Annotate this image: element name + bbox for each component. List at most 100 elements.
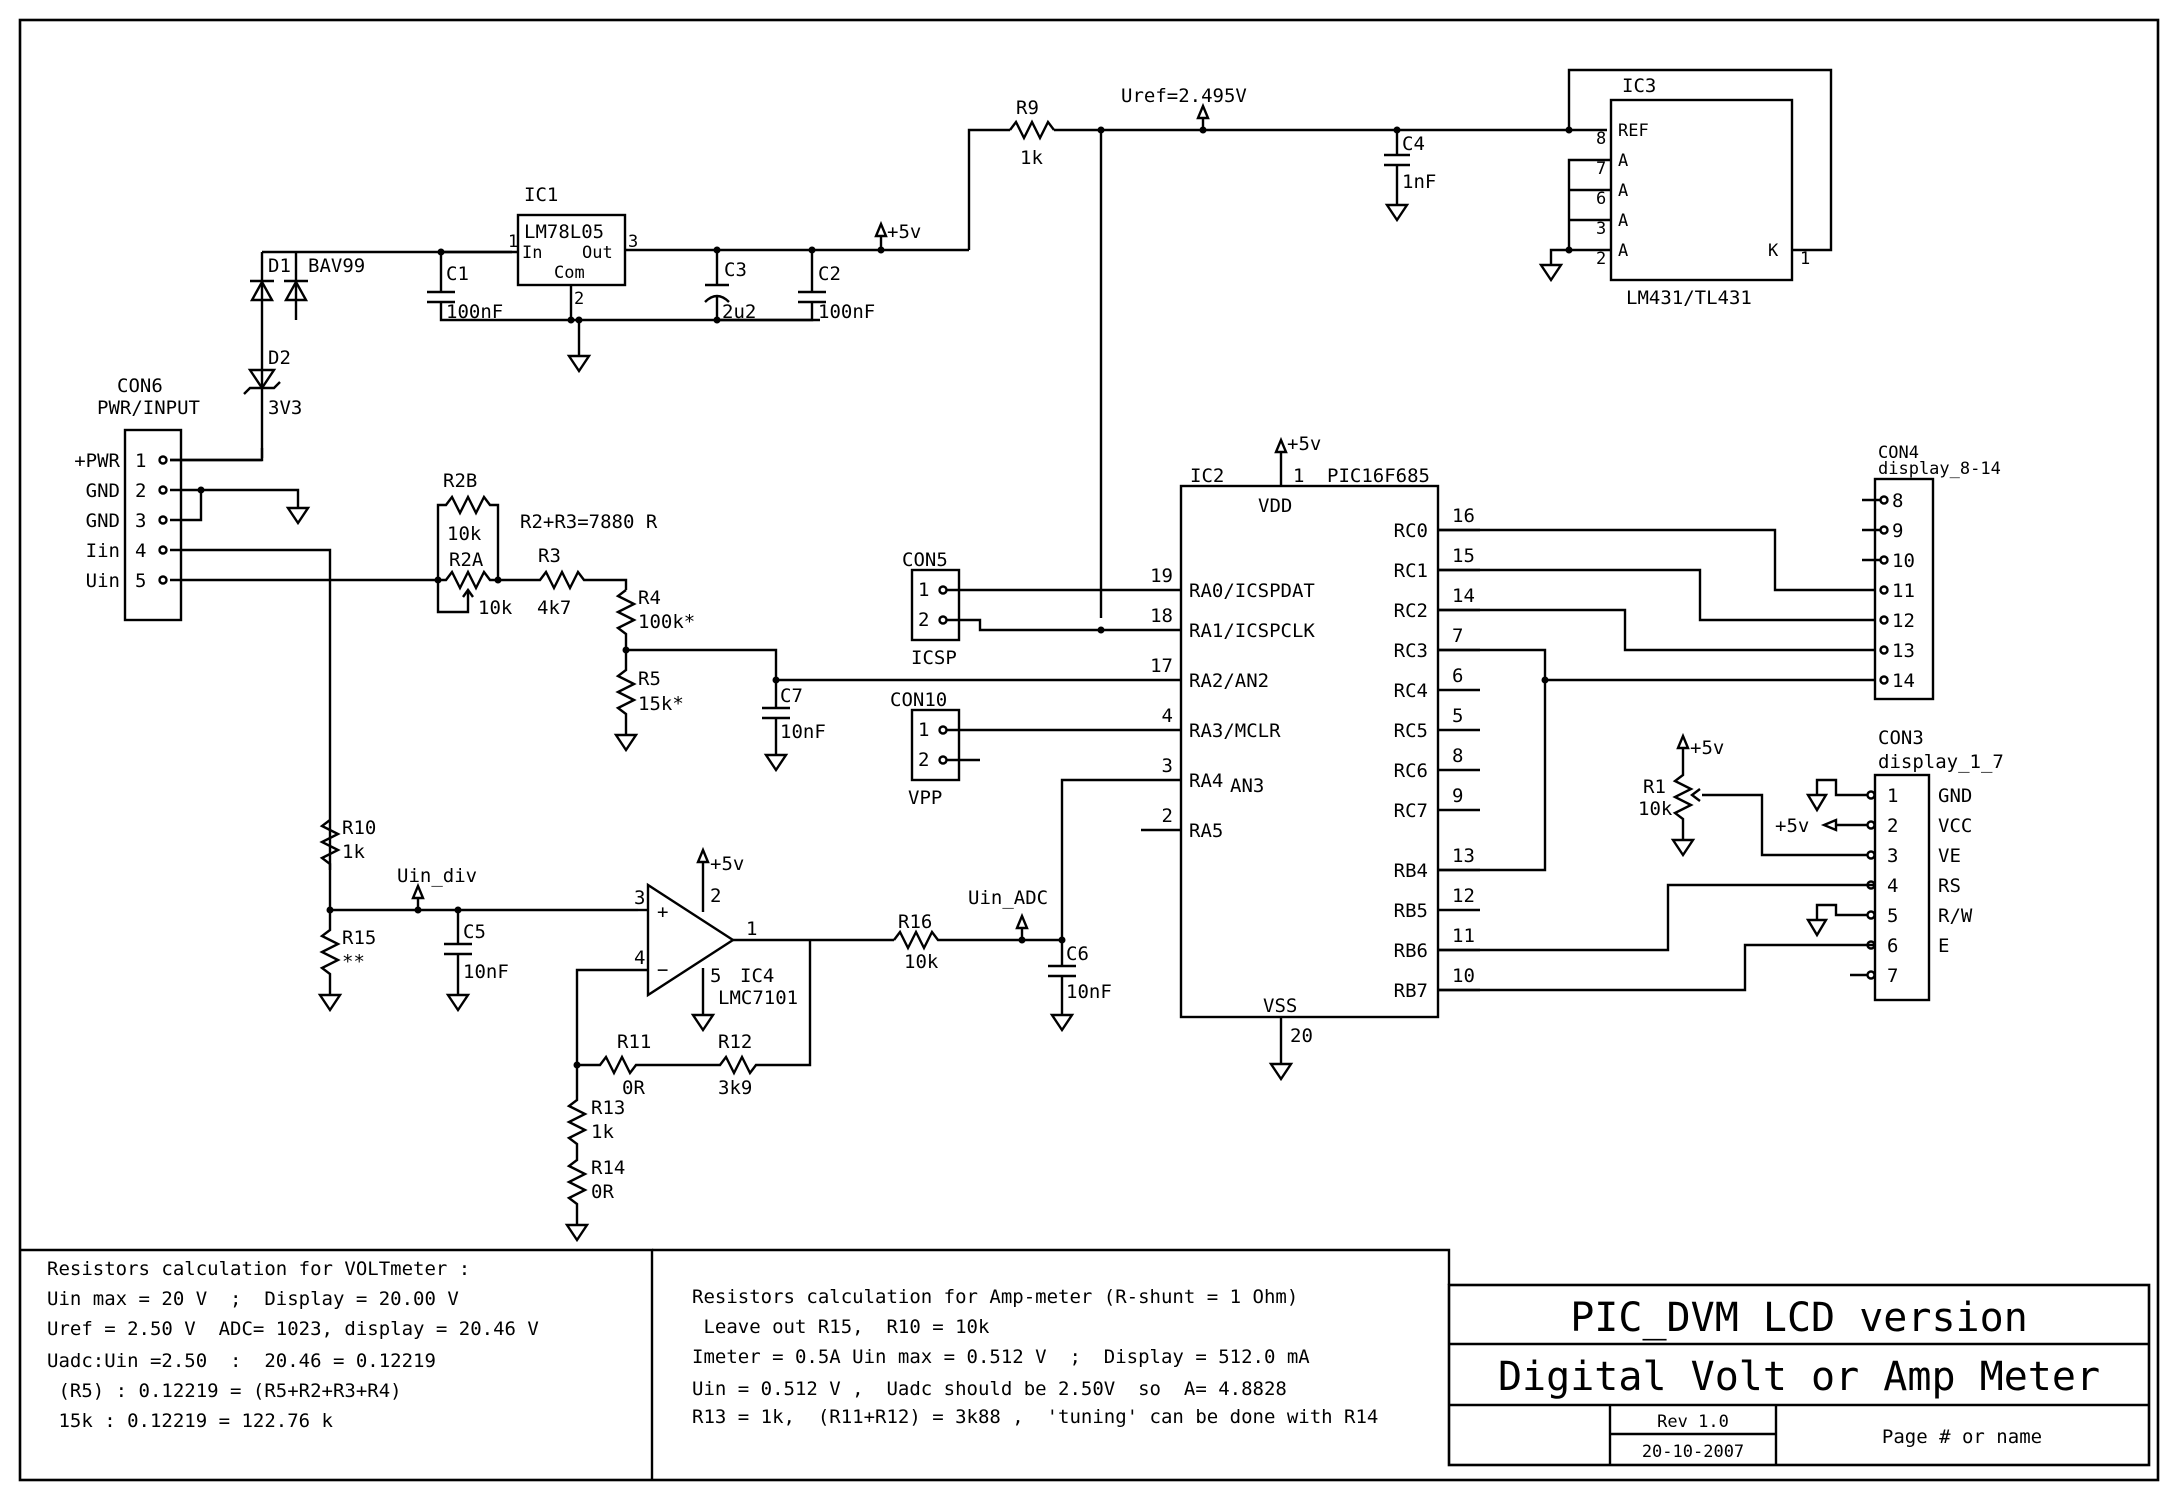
con5-pin2: 2 — [918, 609, 929, 631]
amp-note-line: Resistors calculation for Amp-meter (R-s… — [692, 1286, 1298, 1308]
con4-pin-terminal — [1879, 525, 1889, 535]
ic2-vdd: VDD — [1258, 495, 1292, 517]
r15-ref: R15 — [342, 927, 376, 949]
ic2-pic16f685: IC2 PIC16F685 VDD 1 +5v VSS 20 19RA0/ICS… — [1060, 433, 1875, 1082]
ic2-pin-name: RA4 — [1189, 770, 1223, 792]
ic4-pin5: 5 — [710, 965, 721, 987]
ic2-pin-number: 17 — [1150, 655, 1173, 677]
con6-pin-label: GND — [86, 510, 120, 532]
con6-pin-label: +PWR — [74, 450, 120, 472]
ic2-pin-name: RC6 — [1394, 760, 1428, 782]
ic1-pin-out: Out — [582, 243, 613, 263]
con4-pin-number: 11 — [1892, 580, 1915, 602]
r11-ref: R11 — [617, 1031, 651, 1053]
con6-pin-label: Uin — [86, 570, 120, 592]
c2-ref: C2 — [818, 263, 841, 285]
con4-body — [1873, 477, 1935, 701]
con3-pin-label: VE — [1938, 845, 1961, 867]
con3-pin-terminal — [1866, 910, 1876, 920]
ic4-plus: + — [657, 901, 668, 923]
con3-pin-label: R/W — [1938, 905, 1973, 927]
ic2-vss-pin: 20 — [1290, 1025, 1313, 1047]
r2r3-note: R2+R3=7880 R — [520, 511, 658, 533]
c3-ref: C3 — [724, 259, 747, 281]
con10-name: VPP — [908, 787, 942, 809]
c1-value: 100nF — [446, 301, 503, 323]
ic2-part: PIC16F685 — [1327, 465, 1430, 487]
r12-ref: R12 — [718, 1031, 752, 1053]
r2b-ref: R2B — [443, 470, 477, 492]
ic2-pin-name: RA2/AN2 — [1189, 670, 1269, 692]
ic2-pin-number: 11 — [1452, 925, 1475, 947]
c4-ref: C4 — [1402, 133, 1425, 155]
r16-ref: R16 — [898, 911, 932, 933]
con4-name: display_8-14 — [1878, 459, 2001, 479]
ic2-pin-number: 4 — [1162, 705, 1173, 727]
sheet-subtitle: Digital Volt or Amp Meter — [1498, 1354, 2100, 1400]
con4-pin-terminal — [1879, 495, 1889, 505]
ic2-pin-name: RC4 — [1394, 680, 1428, 702]
ic2-pin-number: 9 — [1452, 785, 1463, 807]
con3-pin-terminal — [1866, 820, 1876, 830]
ground-icon — [1538, 263, 1564, 283]
ic1-part: LM78L05 — [524, 221, 604, 243]
volt-note-line: Resistors calculation for VOLTmeter : — [47, 1258, 470, 1280]
ground-icon — [1805, 918, 1829, 938]
con5-pin1: 1 — [918, 579, 929, 601]
con4-pin-number: 8 — [1892, 490, 1903, 512]
r16-value: 10k — [904, 951, 939, 973]
notes-volt: Resistors calculation for VOLTmeter : Uin… — [20, 1248, 654, 1480]
c2-value: 100nF — [818, 301, 875, 323]
ground-icon — [566, 354, 592, 374]
analog-frontend: R10 1k R15 ** Uin_div C5 10nF + − 3 4 1 … — [317, 817, 1112, 1243]
amp-note-line: Uin = 0.512 V , Uadc should be 2.50V so … — [692, 1378, 1287, 1400]
title-block: PIC_DVM LCD version Digital Volt or Amp … — [1447, 1283, 2151, 1467]
con4-pin-number: 12 — [1892, 610, 1915, 632]
ic3-pin3: 3 — [1596, 219, 1606, 239]
ic3-pin-a: A — [1618, 241, 1628, 261]
r2a-ref: R2A — [449, 549, 484, 571]
con4-pin-number: 10 — [1892, 550, 1915, 572]
ic2-5v-label: +5v — [1287, 433, 1321, 455]
c3-value: 2u2 — [722, 301, 756, 323]
ic2-pin-name: RC5 — [1394, 720, 1428, 742]
con10-ref: CON10 — [890, 689, 947, 711]
ic4-pin3: 3 — [634, 887, 645, 909]
c7-value: 10nF — [780, 721, 826, 743]
ic4-minus: − — [657, 959, 668, 981]
con6-pin-number: 1 — [135, 450, 146, 472]
ic2-pin-number: 16 — [1452, 505, 1475, 527]
sheet-revision: Rev 1.0 — [1657, 1412, 1729, 1432]
volt-note-line: (R5) : 0.12219 = (R5+R2+R3+R4) — [47, 1380, 402, 1402]
d2-part: 3V3 — [268, 397, 302, 419]
con10-body — [910, 708, 961, 782]
volt-note-line: Uin max = 20 V ; Display = 20.00 V — [47, 1288, 459, 1310]
con3-pin-number: 7 — [1887, 965, 1898, 987]
con6-pin-number: 5 — [135, 570, 146, 592]
con6-pin-terminal — [158, 515, 168, 525]
power-flag-icon — [874, 220, 888, 238]
con3-pin-terminal — [1866, 940, 1876, 950]
ic2-pin-number: 15 — [1452, 545, 1475, 567]
ground-icon — [1670, 838, 1696, 858]
net-uref-label: Uref=2.495V — [1121, 85, 1247, 107]
con3-pin-number: 1 — [1887, 785, 1898, 807]
c5-ref: C5 — [463, 921, 486, 943]
ic1-pin2: 2 — [574, 289, 584, 309]
con4-pin-number: 13 — [1892, 640, 1915, 662]
net-uin-div-label: Uin_div — [397, 865, 477, 887]
con4-pin-number: 9 — [1892, 520, 1903, 542]
r12-value: 3k9 — [718, 1077, 752, 1099]
ic2-pin-name: RC2 — [1394, 600, 1428, 622]
c6-ref: C6 — [1066, 943, 1089, 965]
con10-vpp: CON10 1 2 VPP — [890, 689, 1181, 809]
opamp-ic4-icon — [646, 882, 736, 998]
power-flag-icon — [1820, 818, 1838, 832]
ic4-ref: IC4 — [740, 965, 774, 987]
ic4-pin1: 1 — [746, 918, 757, 940]
d2-ref: D2 — [268, 347, 291, 369]
r1-5v-label: +5v — [1690, 737, 1724, 759]
con3-ref: CON3 — [1878, 727, 1924, 749]
con10-pin1: 1 — [918, 719, 929, 741]
ground-icon — [613, 733, 639, 753]
